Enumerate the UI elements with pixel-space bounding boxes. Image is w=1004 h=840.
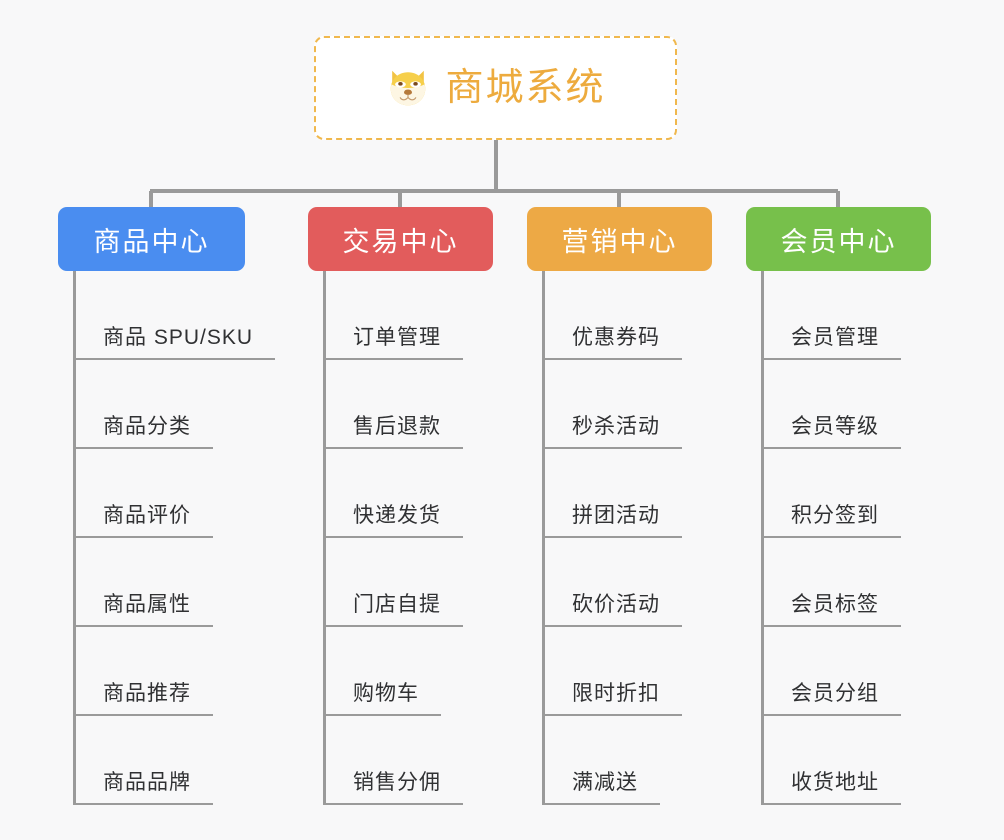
leaf-underline: 秒杀活动 — [542, 414, 682, 449]
leaf-underline: 商品分类 — [73, 414, 213, 449]
leaf-underline: 优惠券码 — [542, 325, 682, 360]
leaf-label: 销售分佣 — [353, 771, 441, 794]
leaf-item[interactable]: 会员管理 — [746, 271, 931, 360]
leaf-item[interactable]: 商品品牌 — [58, 716, 245, 805]
leaf-item[interactable]: 门店自提 — [308, 538, 493, 627]
leaf-underline: 商品推荐 — [73, 681, 213, 716]
branch-trunk-line — [542, 271, 545, 805]
leaf-label: 收货地址 — [791, 771, 879, 794]
leaf-label: 会员等级 — [791, 415, 879, 438]
leaf-item[interactable]: 会员等级 — [746, 360, 931, 449]
branch-body: 会员管理 会员等级 积分签到 会员标签 会员分组 收货地址 — [746, 271, 931, 805]
leaf-item[interactable]: 订单管理 — [308, 271, 493, 360]
leaf-item[interactable]: 商品推荐 — [58, 627, 245, 716]
leaf-label: 购物车 — [353, 682, 419, 705]
leaf-label: 限时折扣 — [572, 682, 660, 705]
leaf-underline: 会员标签 — [761, 592, 901, 627]
leaf-item[interactable]: 商品分类 — [58, 360, 245, 449]
leaf-item[interactable]: 购物车 — [308, 627, 493, 716]
leaf-label: 砍价活动 — [572, 593, 660, 616]
branch-header-product-center[interactable]: 商品中心 — [58, 207, 245, 271]
leaf-item[interactable]: 售后退款 — [308, 360, 493, 449]
leaf-label: 优惠券码 — [572, 326, 660, 349]
branch-trunk-line — [761, 271, 764, 805]
leaf-label: 门店自提 — [353, 593, 441, 616]
leaf-underline: 满减送 — [542, 770, 660, 805]
leaf-underline: 限时折扣 — [542, 681, 682, 716]
leaf-underline: 商品 SPU/SKU — [73, 325, 276, 360]
leaf-item[interactable]: 快递发货 — [308, 449, 493, 538]
leaf-underline: 拼团活动 — [542, 503, 682, 538]
leaf-list: 订单管理 售后退款 快递发货 门店自提 购物车 销售分佣 — [308, 271, 493, 805]
leaf-item[interactable]: 商品评价 — [58, 449, 245, 538]
branch-header-label: 营销中心 — [561, 226, 678, 257]
leaf-underline: 销售分佣 — [323, 770, 463, 805]
branch-header-label: 会员中心 — [780, 226, 897, 257]
leaf-item[interactable]: 满减送 — [527, 716, 712, 805]
branch-header-member-center[interactable]: 会员中心 — [746, 207, 931, 271]
leaf-label: 商品品牌 — [103, 771, 191, 794]
leaf-underline: 购物车 — [323, 681, 441, 716]
leaf-item[interactable]: 商品属性 — [58, 538, 245, 627]
branch-trunk-line — [73, 271, 76, 805]
root-node[interactable]: 商城系统 — [314, 36, 677, 140]
leaf-item[interactable]: 商品 SPU/SKU — [58, 271, 276, 360]
leaf-item[interactable]: 秒杀活动 — [527, 360, 712, 449]
leaf-label: 会员标签 — [791, 593, 879, 616]
leaf-underline: 商品评价 — [73, 503, 213, 538]
leaf-label: 快递发货 — [353, 504, 441, 527]
branch-product-center: 商品中心 商品 SPU/SKU 商品分类 商品评价 商品属性 商品推荐 商品品牌 — [58, 207, 276, 805]
leaf-item[interactable]: 优惠券码 — [527, 271, 712, 360]
leaf-item[interactable]: 限时折扣 — [527, 627, 712, 716]
leaf-underline: 收货地址 — [761, 770, 901, 805]
leaf-underline: 砍价活动 — [542, 592, 682, 627]
leaf-label: 会员分组 — [791, 682, 879, 705]
leaf-underline: 订单管理 — [323, 325, 463, 360]
branch-body: 优惠券码 秒杀活动 拼团活动 砍价活动 限时折扣 满减送 — [527, 271, 712, 805]
leaf-label: 积分签到 — [791, 504, 879, 527]
leaf-list: 会员管理 会员等级 积分签到 会员标签 会员分组 收货地址 — [746, 271, 931, 805]
leaf-label: 售后退款 — [353, 415, 441, 438]
branch-header-label: 交易中心 — [342, 226, 459, 257]
leaf-label: 商品 SPU/SKU — [103, 326, 254, 349]
leaf-label: 秒杀活动 — [572, 415, 660, 438]
root-title: 商城系统 — [445, 67, 606, 109]
leaf-label: 商品分类 — [103, 415, 191, 438]
leaf-item[interactable]: 收货地址 — [746, 716, 931, 805]
leaf-list: 商品 SPU/SKU 商品分类 商品评价 商品属性 商品推荐 商品品牌 — [58, 271, 276, 805]
leaf-label: 满减送 — [572, 771, 638, 794]
leaf-label: 商品属性 — [103, 593, 191, 616]
leaf-label: 商品推荐 — [103, 682, 191, 705]
leaf-label: 订单管理 — [353, 326, 441, 349]
leaf-underline: 会员管理 — [761, 325, 901, 360]
branch-body: 订单管理 售后退款 快递发货 门店自提 购物车 销售分佣 — [308, 271, 493, 805]
branch-trade-center: 交易中心 订单管理 售后退款 快递发货 门店自提 购物车 销售分佣 — [308, 207, 493, 805]
leaf-underline: 商品属性 — [73, 592, 213, 627]
leaf-item[interactable]: 销售分佣 — [308, 716, 493, 805]
shiba-dog-icon — [391, 70, 426, 106]
leaf-underline: 会员等级 — [761, 414, 901, 449]
branch-member-center: 会员中心 会员管理 会员等级 积分签到 会员标签 会员分组 收货地址 — [746, 207, 931, 805]
leaf-underline: 积分签到 — [761, 503, 901, 538]
leaf-item[interactable]: 会员标签 — [746, 538, 931, 627]
branch-marketing-center: 营销中心 优惠券码 秒杀活动 拼团活动 砍价活动 限时折扣 满减送 — [527, 207, 712, 805]
branch-body: 商品 SPU/SKU 商品分类 商品评价 商品属性 商品推荐 商品品牌 — [58, 271, 276, 805]
leaf-item[interactable]: 拼团活动 — [527, 449, 712, 538]
leaf-underline: 售后退款 — [323, 414, 463, 449]
leaf-underline: 商品品牌 — [73, 770, 213, 805]
leaf-list: 优惠券码 秒杀活动 拼团活动 砍价活动 限时折扣 满减送 — [527, 271, 712, 805]
leaf-label: 商品评价 — [103, 504, 191, 527]
branch-header-marketing-center[interactable]: 营销中心 — [527, 207, 712, 271]
branch-header-trade-center[interactable]: 交易中心 — [308, 207, 493, 271]
leaf-underline: 门店自提 — [323, 592, 463, 627]
leaf-label: 拼团活动 — [572, 504, 660, 527]
leaf-item[interactable]: 会员分组 — [746, 627, 931, 716]
leaf-label: 会员管理 — [791, 326, 879, 349]
leaf-item[interactable]: 积分签到 — [746, 449, 931, 538]
branch-header-label: 商品中心 — [93, 226, 210, 257]
leaf-underline: 快递发货 — [323, 503, 463, 538]
leaf-underline: 会员分组 — [761, 681, 901, 716]
leaf-item[interactable]: 砍价活动 — [527, 538, 712, 627]
branch-trunk-line — [323, 271, 326, 805]
